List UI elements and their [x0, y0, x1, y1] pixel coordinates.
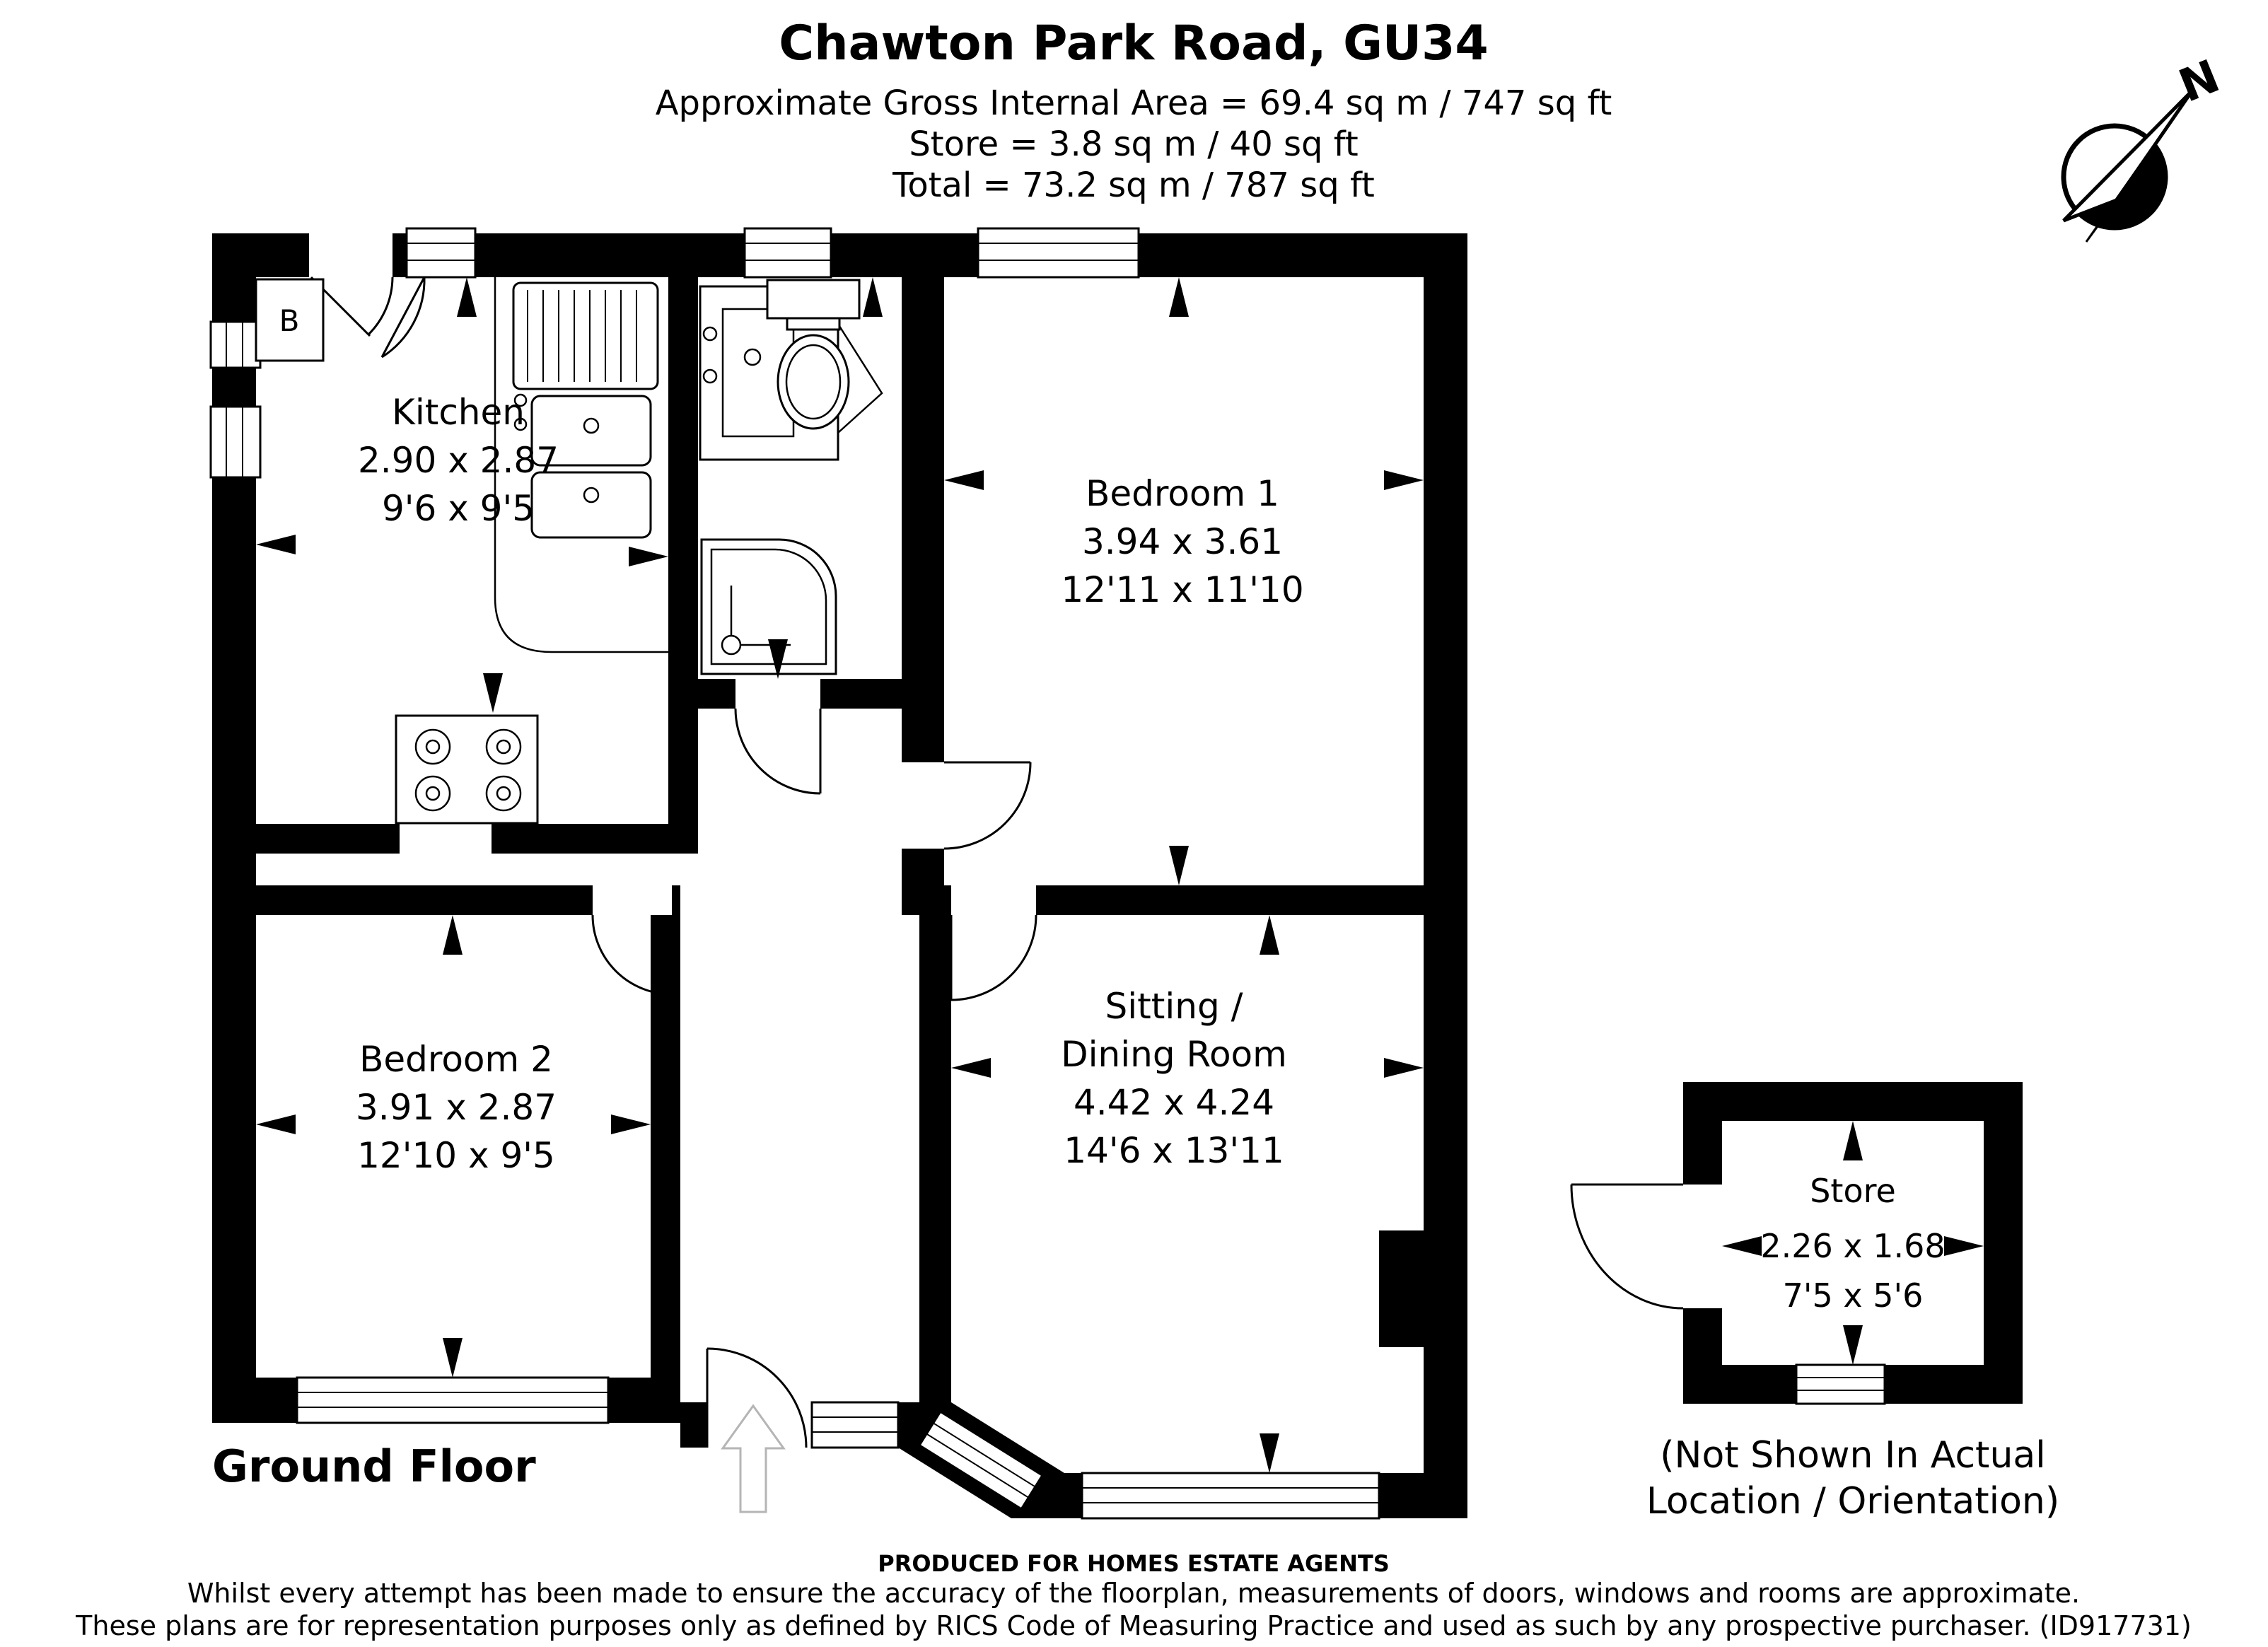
- store-arrow-left: [1722, 1236, 1762, 1256]
- bedroom2-name: Bedroom 2: [359, 1039, 553, 1080]
- store-name: Store: [1810, 1172, 1896, 1210]
- area-summary-line3: Total = 73.2 sq m / 787 sq ft: [892, 165, 1375, 205]
- fixtures: B: [255, 277, 883, 1513]
- bay-diagonal-window: [918, 1410, 1044, 1511]
- measure-arrows: [256, 277, 1984, 1473]
- area-summary-line2: Store = 3.8 sq m / 40 sq ft: [909, 124, 1358, 164]
- compass: N: [2061, 50, 2227, 243]
- kitchen-sink: [512, 281, 659, 539]
- cupboard-door: [380, 277, 426, 359]
- kitchen-arrow-left: [256, 535, 296, 554]
- sitting-arrow-down: [1260, 1433, 1279, 1473]
- kitchen-counter: [494, 277, 668, 653]
- kitchen-arrow-up: [457, 277, 477, 317]
- store-door: [1570, 1183, 1684, 1310]
- kitchen-dims-m: 2.90 x 2.87: [358, 440, 559, 481]
- front-door: [706, 1347, 808, 1448]
- windows: [209, 227, 1886, 1520]
- store-arrow-right: [1944, 1236, 1984, 1256]
- bedroom2-dims-ft: 12'10 x 9'5: [357, 1135, 555, 1176]
- kitchen-dims-ft: 9'6 x 9'5: [382, 488, 535, 529]
- footer-disclaimer1: Whilst every attempt has been made to en…: [187, 1578, 2080, 1609]
- bathroom-door: [734, 708, 822, 795]
- bedroom2-dims-m: 3.91 x 2.87: [356, 1087, 557, 1128]
- kitchen-arrow-right: [629, 547, 668, 566]
- store-note-line1: (Not Shown In Actual: [1660, 1434, 2045, 1477]
- bathroom-window: [743, 227, 832, 279]
- bedroom2-arrow-left: [256, 1115, 296, 1134]
- compass-needle-black: [2085, 90, 2194, 243]
- bedroom1-arrow-down: [1169, 846, 1189, 885]
- bedroom2-arrow-right: [611, 1115, 651, 1134]
- sitting-name-line1: Sitting /: [1105, 986, 1243, 1027]
- bedroom2-arrow-down: [443, 1338, 463, 1378]
- bedroom2-arrow-up: [443, 915, 463, 955]
- kitchen-name: Kitchen: [392, 392, 525, 433]
- bathroom-arrow-up: [863, 277, 883, 317]
- sitting-door: [950, 914, 1037, 1001]
- sitting-name-line2: Dining Room: [1061, 1034, 1287, 1075]
- boiler: B: [255, 278, 325, 362]
- bedroom1-dims-m: 3.94 x 3.61: [1082, 521, 1283, 562]
- sitting-arrow-right: [1384, 1058, 1424, 1078]
- shower: [700, 538, 837, 675]
- bathroom-arrow-down: [768, 639, 788, 679]
- kitchen-left-window-lower: [209, 405, 262, 479]
- porch-window: [810, 1401, 900, 1449]
- kitchen-left-window-upper: [209, 320, 262, 369]
- bedroom1-arrow-up: [1169, 277, 1189, 317]
- bedroom1-dims-ft: 12'11 x 11'10: [1061, 569, 1303, 610]
- store-note-line2: Location / Orientation): [1646, 1480, 2059, 1523]
- sitting-arrow-up: [1260, 915, 1279, 955]
- store-arrow-down: [1843, 1325, 1863, 1365]
- bedroom1-door: [943, 761, 1032, 850]
- labels: Chawton Park Road, GU34 Approximate Gros…: [75, 16, 2192, 1641]
- bedroom1-arrow-right: [1384, 470, 1424, 490]
- entrance-arrow: [721, 1404, 786, 1513]
- sitting-window: [1081, 1472, 1380, 1520]
- footer-produced: PRODUCED FOR HOMES ESTATE AGENTS: [878, 1550, 1390, 1577]
- sitting-dims-ft: 14'6 x 13'11: [1064, 1130, 1284, 1171]
- bedroom2-door: [591, 914, 673, 996]
- kitchen-top-window: [405, 227, 477, 279]
- store-arrow-up: [1843, 1121, 1863, 1160]
- store-dims-m: 2.26 x 1.68: [1760, 1227, 1945, 1265]
- bedroom1-name: Bedroom 1: [1086, 473, 1279, 514]
- floor-label: Ground Floor: [212, 1441, 536, 1492]
- bedroom1-window: [977, 227, 1140, 279]
- area-summary-line1: Approximate Gross Internal Area = 69.4 s…: [656, 83, 1612, 123]
- hob: [395, 714, 539, 825]
- sitting-dims-m: 4.42 x 4.24: [1074, 1082, 1274, 1123]
- toilet: [766, 279, 861, 430]
- footer-disclaimer2: These plans are for representation purpo…: [75, 1610, 2192, 1641]
- bedroom1-arrow-left: [944, 470, 984, 490]
- store-window: [1795, 1363, 1886, 1405]
- page-title: Chawton Park Road, GU34: [779, 16, 1488, 71]
- bedroom2-window: [296, 1376, 610, 1424]
- sitting-arrow-left: [951, 1058, 991, 1078]
- kitchen-arrow-down: [483, 673, 503, 713]
- doors: [310, 276, 1684, 1448]
- store-dims-ft: 7'5 x 5'6: [1783, 1276, 1924, 1315]
- boiler-label: B: [279, 303, 300, 338]
